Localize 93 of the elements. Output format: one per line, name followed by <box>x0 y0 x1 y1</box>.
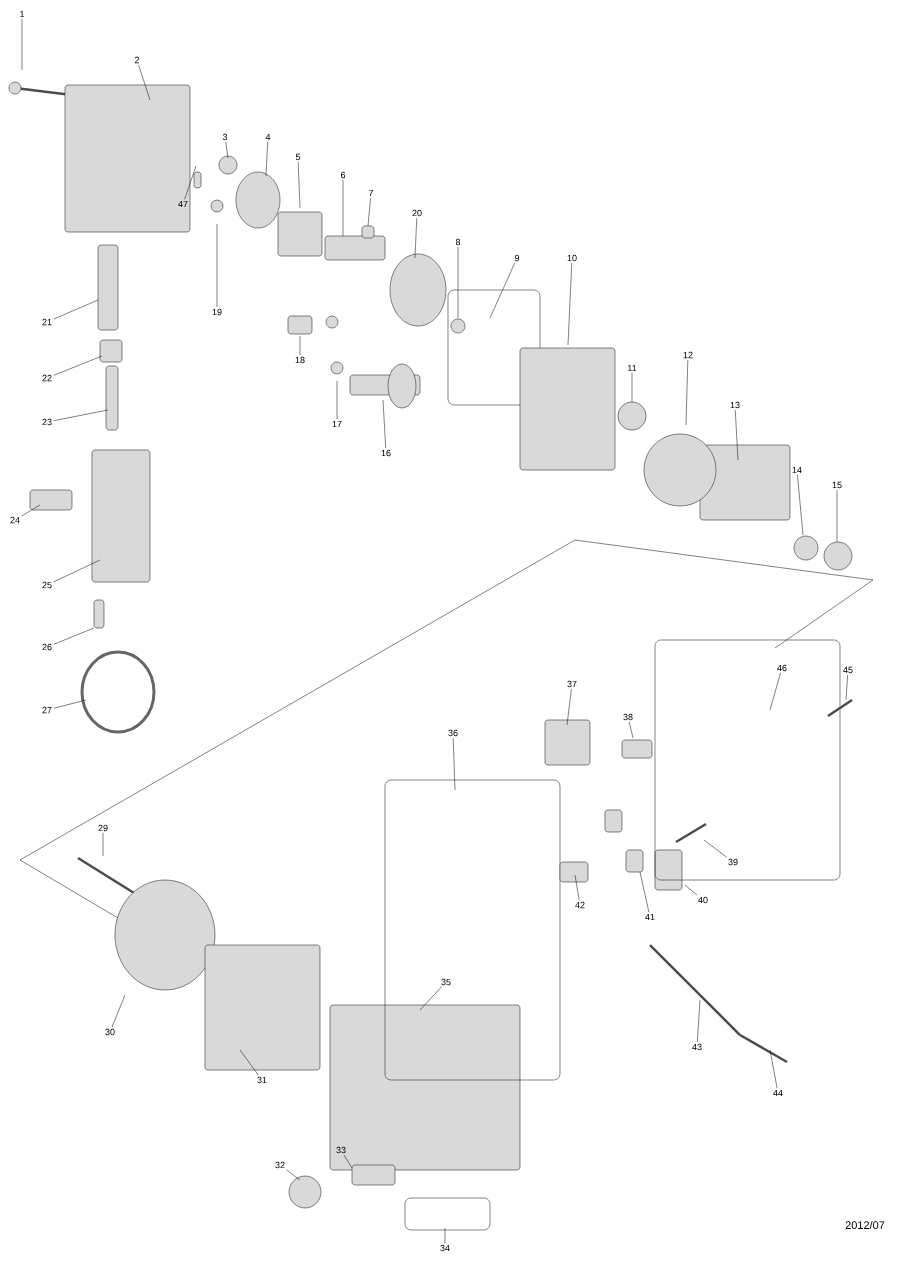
callout-number: 45 <box>843 666 853 674</box>
leader-line <box>184 165 197 200</box>
callout-number: 24 <box>10 516 20 524</box>
callout-number: 2 <box>134 56 140 64</box>
leader-line <box>265 141 268 177</box>
callout-number: 15 <box>832 481 842 489</box>
leader-line <box>697 999 701 1043</box>
callout-number: 40 <box>698 896 708 904</box>
leader-line <box>566 688 572 726</box>
leader-line <box>797 474 804 536</box>
leader-line <box>735 409 739 461</box>
callout-number: 3 <box>222 133 228 141</box>
callout-number: 46 <box>777 664 787 672</box>
callout-number: 38 <box>623 713 633 721</box>
callout-number: 26 <box>42 643 52 651</box>
leader-line <box>769 672 781 711</box>
callout-number: 20 <box>412 209 422 217</box>
leader-line <box>419 986 442 1011</box>
callout-number: 7 <box>368 189 374 197</box>
leader-line <box>336 380 338 420</box>
leader-line <box>297 161 301 209</box>
callout-number: 22 <box>42 374 52 382</box>
leader-line <box>21 504 41 517</box>
leader-line <box>639 871 650 913</box>
leader-line <box>216 223 218 308</box>
leader-line <box>367 197 371 227</box>
leader-line <box>452 737 456 791</box>
callout-number: 16 <box>381 449 391 457</box>
leader-line <box>414 217 418 259</box>
leader-line <box>382 399 386 449</box>
callout-number: 47 <box>178 200 188 208</box>
callout-number: 4 <box>265 133 271 141</box>
leader-line <box>286 1169 301 1181</box>
leader-line <box>703 839 727 858</box>
leader-line <box>574 874 580 901</box>
leader-line <box>343 1154 353 1169</box>
leader-line <box>685 359 689 426</box>
callout-number: 1 <box>20 10 25 18</box>
callout-number: 10 <box>567 254 577 262</box>
leader-line <box>53 409 109 421</box>
leader-line <box>845 674 848 701</box>
leader-line <box>53 559 101 583</box>
callout-number: 42 <box>575 901 585 909</box>
leader-line <box>457 246 459 319</box>
leader-line <box>225 141 229 159</box>
callout-number: 25 <box>42 581 52 589</box>
callout-number: 30 <box>105 1028 115 1036</box>
leader-line <box>342 179 344 237</box>
callout-number: 21 <box>42 318 52 326</box>
callout-number: 14 <box>792 466 802 474</box>
leader-line <box>628 721 634 739</box>
leader-line <box>21 18 23 71</box>
leader-line <box>53 299 99 320</box>
callout-number: 5 <box>295 153 301 161</box>
leader-line <box>489 262 516 319</box>
leader-line <box>299 335 301 356</box>
callout-number: 43 <box>692 1043 702 1051</box>
leader-line <box>102 832 104 857</box>
callout-number: 17 <box>332 420 342 428</box>
leader-line <box>239 1049 259 1076</box>
callout-number: 35 <box>441 978 451 986</box>
leader-line <box>684 884 698 896</box>
leader-line <box>631 372 633 403</box>
leader-line <box>836 489 838 543</box>
callout-number: 37 <box>567 680 577 688</box>
callout-number: 31 <box>257 1076 267 1084</box>
callout-number: 36 <box>448 729 458 737</box>
callout-number: 39 <box>728 858 738 866</box>
callout-number: 6 <box>340 171 346 179</box>
callout-number: 27 <box>42 706 52 714</box>
leader-line <box>769 1049 778 1089</box>
date-label: 2012/07 <box>845 1220 885 1230</box>
leader-line <box>53 699 87 709</box>
callout-number: 34 <box>440 1244 450 1252</box>
leader-line <box>53 355 103 376</box>
callout-number: 29 <box>98 824 108 832</box>
callout-number: 9 <box>514 254 520 262</box>
callout-number: 8 <box>455 238 461 246</box>
callout-number: 12 <box>683 351 693 359</box>
leader-line <box>111 994 126 1028</box>
callout-number: 23 <box>42 418 52 426</box>
callout-number: 19 <box>212 308 222 316</box>
callout-number: 32 <box>275 1161 285 1169</box>
callout-number: 18 <box>295 356 305 364</box>
leader-line <box>444 1227 446 1244</box>
callout-number: 41 <box>645 913 655 921</box>
leader-line <box>567 262 572 346</box>
leader-line <box>138 64 151 101</box>
callout-number: 11 <box>628 364 637 372</box>
leader-line <box>53 627 95 645</box>
callout-number: 13 <box>730 401 740 409</box>
callout-number: 33 <box>336 1146 346 1154</box>
callout-number: 44 <box>773 1089 783 1097</box>
